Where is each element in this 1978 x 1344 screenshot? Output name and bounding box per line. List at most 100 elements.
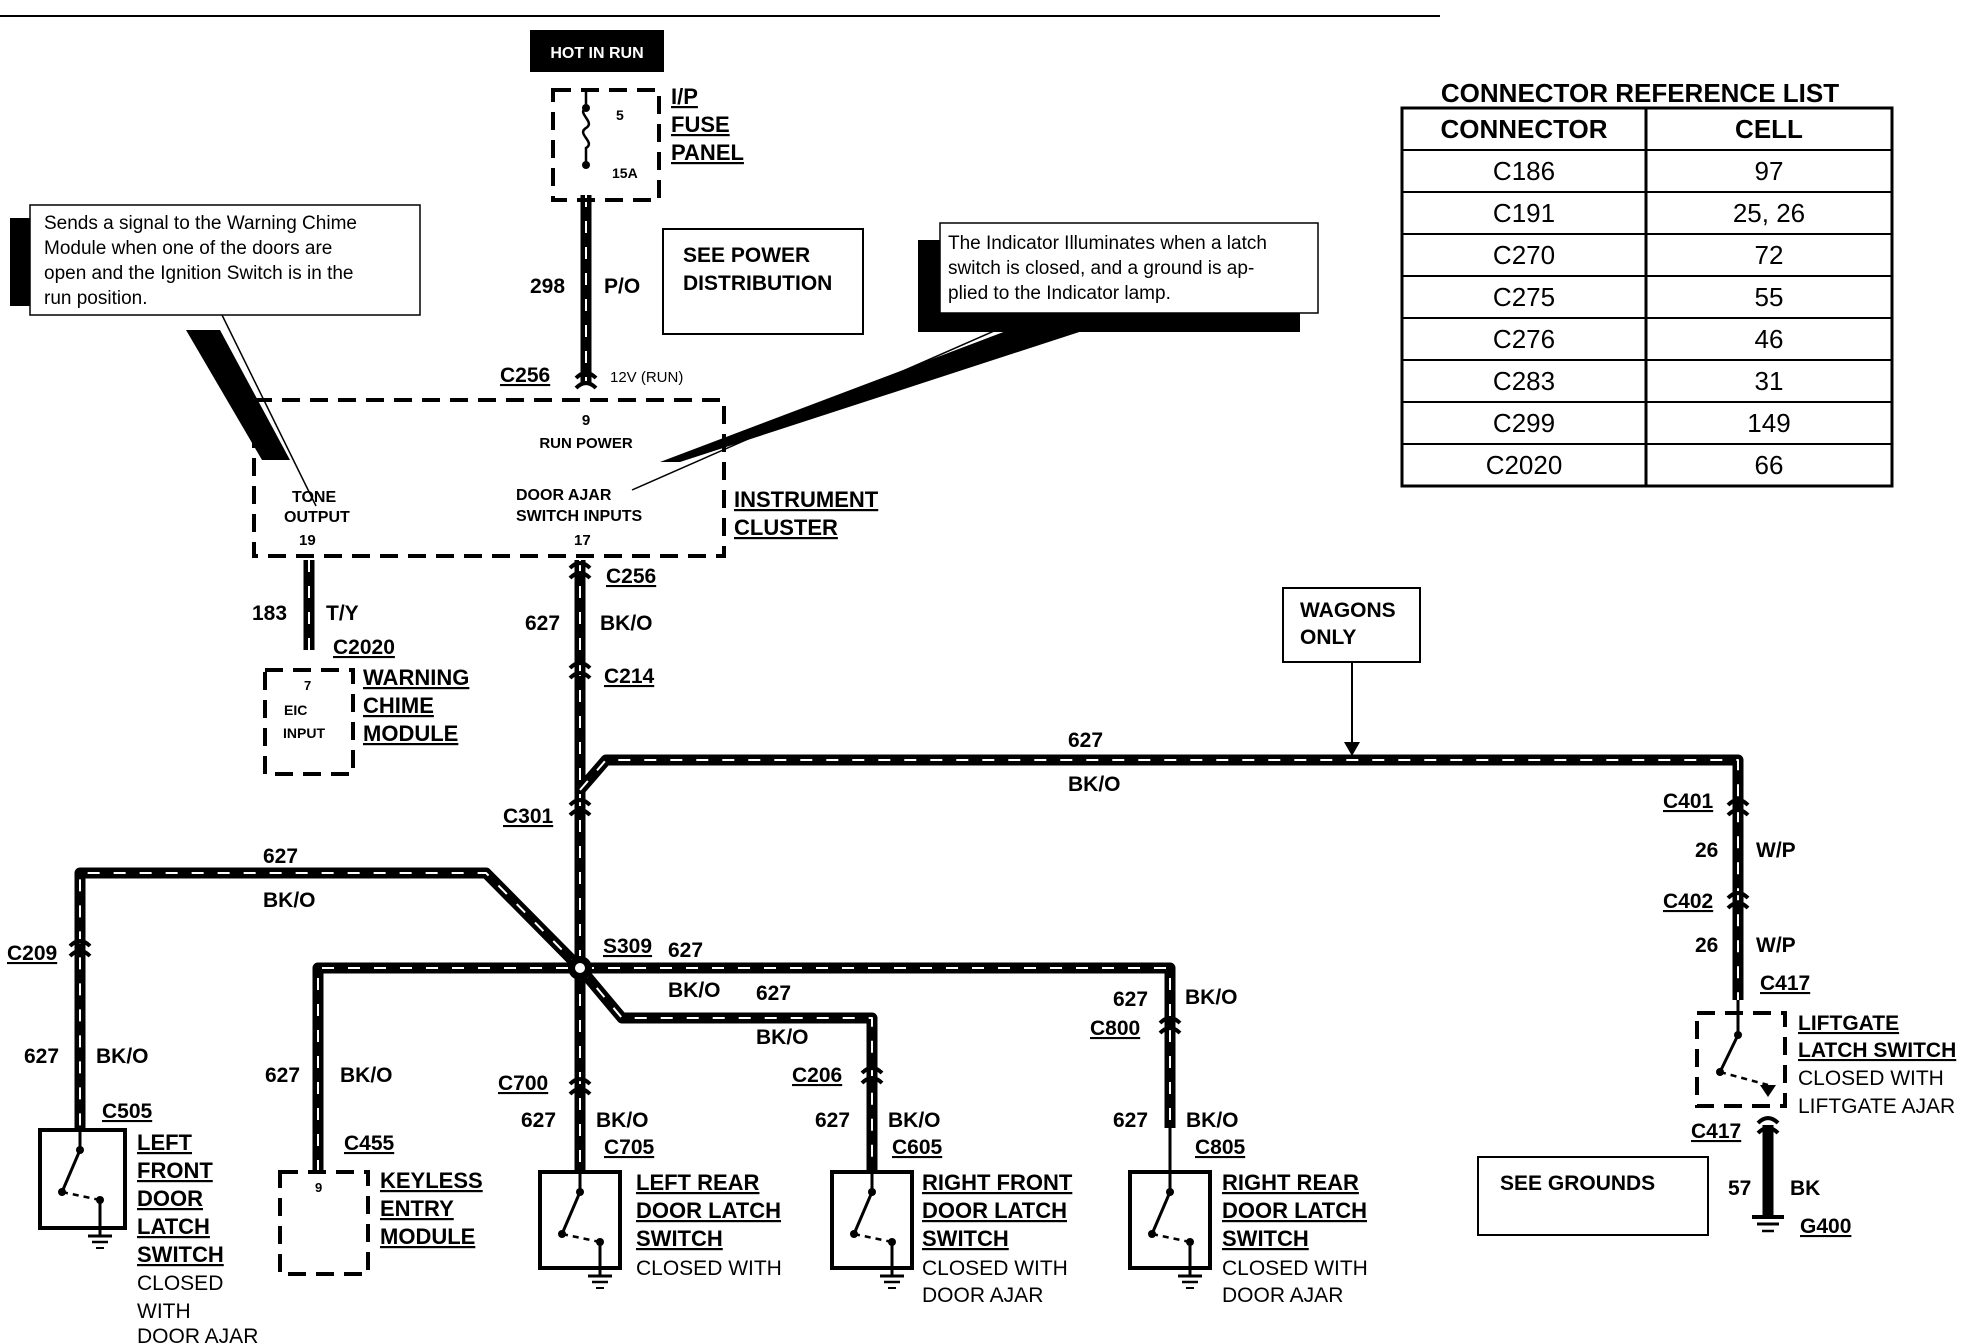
left-front-name: LEFT bbox=[137, 1130, 193, 1155]
left-front-top-circuit: 627 bbox=[263, 845, 298, 868]
reference-cell: 72 bbox=[1755, 240, 1784, 270]
see-power-label: SEE POWER bbox=[683, 244, 810, 267]
see-power-box bbox=[662, 228, 864, 335]
svg-text:SWITCH: SWITCH bbox=[1222, 1226, 1309, 1251]
power-color: P/O bbox=[604, 275, 640, 298]
svg-text:SWITCH INPUTS: SWITCH INPUTS bbox=[516, 508, 643, 525]
fuse-rating: 15A bbox=[612, 165, 638, 181]
reference-connector: C283 bbox=[1493, 366, 1555, 396]
tone-output-label: TONE bbox=[292, 489, 336, 506]
right-front-top-color: BK/O bbox=[756, 1026, 809, 1049]
connector-c256-bottom: C256 bbox=[606, 565, 656, 588]
svg-text:CHIME: CHIME bbox=[363, 693, 434, 718]
right-rear-name: RIGHT REAR bbox=[1222, 1170, 1359, 1195]
ground-circuit: 57 bbox=[1728, 1177, 1751, 1200]
connector-c605: C605 bbox=[892, 1136, 943, 1159]
liftgate-note: CLOSED WITH bbox=[1798, 1067, 1944, 1090]
run-power-label: RUN POWER bbox=[539, 435, 633, 452]
right-front-color: BK/O bbox=[888, 1109, 941, 1132]
svg-text:DOOR LATCH: DOOR LATCH bbox=[922, 1198, 1067, 1223]
wires bbox=[74, 195, 1774, 1215]
right-rear-top-circuit: 627 bbox=[1113, 988, 1148, 1011]
right-rear-circuit: 627 bbox=[1113, 1109, 1148, 1132]
callout-right: The Indicator Illuminates when a latch s… bbox=[631, 222, 1319, 491]
reference-cell: 97 bbox=[1755, 156, 1784, 186]
ground-icon-right-rear bbox=[1178, 1268, 1202, 1289]
door-pin: 17 bbox=[574, 532, 591, 549]
connector-c2020: C2020 bbox=[333, 636, 395, 659]
right-front-note: CLOSED WITH bbox=[922, 1257, 1068, 1280]
svg-text:switch is closed, and a ground: switch is closed, and a ground is ap- bbox=[948, 258, 1254, 279]
trunk-color: BK/O bbox=[600, 612, 653, 635]
svg-text:DOOR: DOOR bbox=[137, 1186, 203, 1211]
svg-text:run position.: run position. bbox=[44, 288, 148, 309]
right-rear-note: CLOSED WITH bbox=[1222, 1257, 1368, 1280]
left-rear-door-latch-switch bbox=[538, 1170, 622, 1270]
reference-connector: C2020 bbox=[1486, 450, 1563, 480]
connector-c417-top: C417 bbox=[1760, 972, 1810, 995]
see-grounds-box bbox=[1477, 1156, 1709, 1236]
reference-header-connector: CONNECTOR bbox=[1440, 114, 1607, 144]
reference-cell: 25, 26 bbox=[1733, 198, 1805, 228]
svg-text:Module when one of the doors a: Module when one of the doors are bbox=[44, 238, 332, 259]
wp-circuit-1: 26 bbox=[1695, 839, 1718, 862]
ground-g400: G400 bbox=[1800, 1215, 1851, 1238]
svg-text:FRONT: FRONT bbox=[137, 1158, 213, 1183]
reference-cell: 55 bbox=[1755, 282, 1784, 312]
wagons-only-label: WAGONS bbox=[1300, 599, 1396, 622]
keyless-pin: 9 bbox=[315, 1180, 322, 1195]
tone-pin: 19 bbox=[299, 532, 316, 549]
wagons-circuit: 627 bbox=[1068, 729, 1103, 752]
hot-in-run-label: HOT IN RUN bbox=[550, 45, 643, 62]
reference-connector: C276 bbox=[1493, 324, 1555, 354]
door-ajar-label: DOOR AJAR bbox=[516, 487, 612, 504]
connector-c256-top: C256 bbox=[500, 364, 550, 387]
chime-pin: 7 bbox=[304, 678, 311, 693]
right-rear-door-latch-switch bbox=[1128, 1128, 1212, 1270]
liftgate-latch-switch bbox=[1695, 1000, 1787, 1108]
left-front-color: BK/O bbox=[96, 1045, 149, 1068]
connector-c206: C206 bbox=[792, 1064, 842, 1087]
reference-connector: C275 bbox=[1493, 282, 1555, 312]
left-rear-top-color: BK/O bbox=[668, 979, 721, 1002]
voltage-label: 12V (RUN) bbox=[610, 369, 683, 386]
reference-connector: C270 bbox=[1493, 240, 1555, 270]
wp-color-1: W/P bbox=[1756, 839, 1796, 862]
right-front-top-circuit: 627 bbox=[756, 982, 791, 1005]
connector-c209: C209 bbox=[7, 942, 57, 965]
svg-text:Sends a signal to the Warning: Sends a signal to the Warning Chime bbox=[44, 213, 357, 234]
chime-circuit: 183 bbox=[252, 602, 287, 625]
right-front-circuit: 627 bbox=[815, 1109, 850, 1132]
svg-text:The Indicator Illuminates when: The Indicator Illuminates when a latch bbox=[948, 233, 1267, 254]
svg-text:OUTPUT: OUTPUT bbox=[284, 509, 350, 526]
right-rear-color: BK/O bbox=[1186, 1109, 1239, 1132]
trunk-circuit: 627 bbox=[525, 612, 560, 635]
svg-text:PANEL: PANEL bbox=[671, 140, 744, 165]
callout-left: Sends a signal to the Warning Chime Modu… bbox=[10, 204, 421, 507]
ground-color: BK bbox=[1790, 1177, 1820, 1200]
liftgate-name: LIFTGATE bbox=[1798, 1012, 1899, 1035]
keyless-circuit: 627 bbox=[265, 1064, 300, 1087]
svg-text:I/P: I/P bbox=[671, 84, 698, 109]
left-rear-name: LEFT REAR bbox=[636, 1170, 760, 1195]
reference-cell: 66 bbox=[1755, 450, 1784, 480]
svg-text:DOOR LATCH: DOOR LATCH bbox=[1222, 1198, 1367, 1223]
reference-cell: 46 bbox=[1755, 324, 1784, 354]
keyless-name: KEYLESS bbox=[380, 1168, 483, 1193]
svg-text:DOOR AJAR: DOOR AJAR bbox=[922, 1284, 1043, 1307]
keyless-color: BK/O bbox=[340, 1064, 393, 1087]
left-front-note: CLOSED bbox=[137, 1272, 223, 1295]
svg-text:LIFTGATE AJAR: LIFTGATE AJAR bbox=[1798, 1095, 1955, 1118]
ground-icon-left-rear bbox=[588, 1268, 612, 1289]
svg-text:open and the Ignition Switch i: open and the Ignition Switch is in the bbox=[44, 263, 353, 284]
svg-text:FUSE: FUSE bbox=[671, 112, 730, 137]
svg-text:WITH: WITH bbox=[137, 1300, 191, 1323]
svg-text:SWITCH: SWITCH bbox=[137, 1242, 224, 1267]
right-front-name: RIGHT FRONT bbox=[922, 1170, 1073, 1195]
left-rear-note: CLOSED WITH bbox=[636, 1257, 782, 1280]
svg-text:MODULE: MODULE bbox=[380, 1224, 475, 1249]
ground-icon-left-front bbox=[88, 1228, 112, 1249]
reference-title: CONNECTOR REFERENCE LIST bbox=[1441, 78, 1839, 108]
connector-c800: C800 bbox=[1090, 1017, 1140, 1040]
